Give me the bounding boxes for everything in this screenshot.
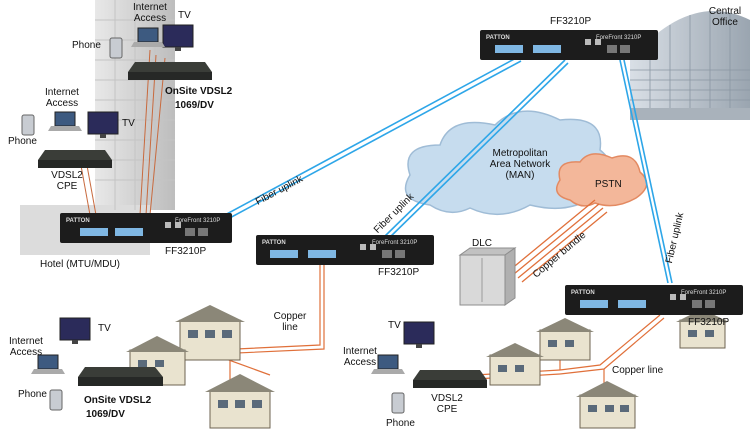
- dlc-label: DLC: [472, 238, 493, 249]
- house-icon: [175, 305, 245, 361]
- device-model-plate: ForeFront 3210P: [175, 218, 221, 224]
- copper-bundle-lines: [509, 199, 608, 283]
- onsite-model-label: 1069/DV: [175, 100, 214, 111]
- internet-access-label: Internet Access: [343, 346, 377, 368]
- house-icon: [205, 374, 275, 429]
- ff3210p-label-central: FF3210P: [550, 16, 592, 27]
- tv-label: TV: [178, 10, 191, 21]
- router-icon: [256, 235, 434, 265]
- copper-line-label-right: Copper line: [612, 365, 664, 376]
- phone-icon: [21, 114, 35, 136]
- phone-label: Phone: [72, 40, 101, 51]
- house-icon: [676, 309, 729, 349]
- onsite-vdsl2-label: OnSite VDSL2: [165, 86, 233, 97]
- internet-access-label: Internet Access: [133, 2, 167, 24]
- phone-label: Phone: [386, 418, 415, 429]
- central-office-label-line1: Central: [708, 6, 742, 17]
- patton-logo: PATTON: [571, 290, 595, 296]
- phone-icon: [391, 392, 405, 414]
- hotel-label: Hotel (MTU/MDU): [40, 259, 120, 270]
- cpe-modem-icon: [413, 370, 487, 388]
- device-model-plate: ForeFront 3210P: [681, 290, 727, 296]
- ff3210p-label-right: FF3210P: [688, 317, 730, 328]
- vdsl2-cpe-label-line1: VDSL2: [51, 170, 83, 181]
- device-model-plate: ForeFront 3210P: [596, 35, 642, 41]
- router-icon: [480, 30, 658, 60]
- pstn-label: PSTN: [595, 179, 622, 190]
- patton-logo: PATTON: [66, 218, 90, 224]
- onsite-model-label: 1069/DV: [86, 409, 125, 420]
- laptop-icon: [131, 27, 165, 47]
- tv-icon: [59, 317, 91, 344]
- vdsl2-cpe-label-line2: CPE: [436, 404, 458, 415]
- house-icon: [536, 318, 594, 361]
- vdsl2-cpe-label-line1: VDSL2: [431, 393, 463, 404]
- router-icon: [60, 213, 232, 243]
- copper-line-label-line1: Copper: [273, 311, 307, 322]
- tv-icon: [403, 321, 435, 348]
- central-office-building: [630, 11, 750, 120]
- vdsl2-cpe-label-line2: CPE: [56, 181, 78, 192]
- ff3210p-label-middle: FF3210P: [378, 267, 420, 278]
- device-model-plate: ForeFront 3210P: [372, 240, 418, 246]
- central-office-label-line2: Office: [712, 17, 738, 28]
- patton-logo: PATTON: [262, 240, 286, 246]
- cabinet-icon: [458, 247, 517, 306]
- man-label-line3: (MAN): [505, 170, 535, 181]
- man-label-line1: Metropolitan: [492, 148, 548, 159]
- internet-access-label: Internet Access: [45, 87, 79, 109]
- tv-label: TV: [122, 118, 135, 129]
- cpe-modem-icon: [128, 62, 212, 80]
- house-icon: [486, 343, 544, 386]
- copper-line-label-line2: line: [282, 322, 298, 333]
- man-label-line2: Area Network: [489, 159, 551, 170]
- patton-logo: PATTON: [486, 35, 510, 41]
- tv-label: TV: [388, 320, 401, 331]
- fiber-links: [209, 56, 673, 284]
- phone-label: Phone: [8, 136, 37, 147]
- internet-access-label: Internet Access: [9, 336, 43, 358]
- cpe-modem-icon: [78, 367, 163, 386]
- tv-icon: [162, 24, 194, 51]
- ff3210p-label-hotel: FF3210P: [165, 246, 207, 257]
- laptop-icon: [371, 354, 405, 374]
- tv-icon: [87, 111, 119, 138]
- router-icon: [565, 285, 743, 315]
- house-icon: [576, 381, 639, 429]
- laptop-icon: [48, 111, 82, 131]
- phone-icon: [109, 37, 123, 59]
- cpe-modem-icon: [38, 150, 112, 168]
- tv-label: TV: [98, 323, 111, 334]
- phone-icon: [49, 389, 63, 411]
- laptop-icon: [31, 354, 65, 374]
- phone-label: Phone: [18, 389, 47, 400]
- onsite-vdsl2-label: OnSite VDSL2: [84, 395, 152, 406]
